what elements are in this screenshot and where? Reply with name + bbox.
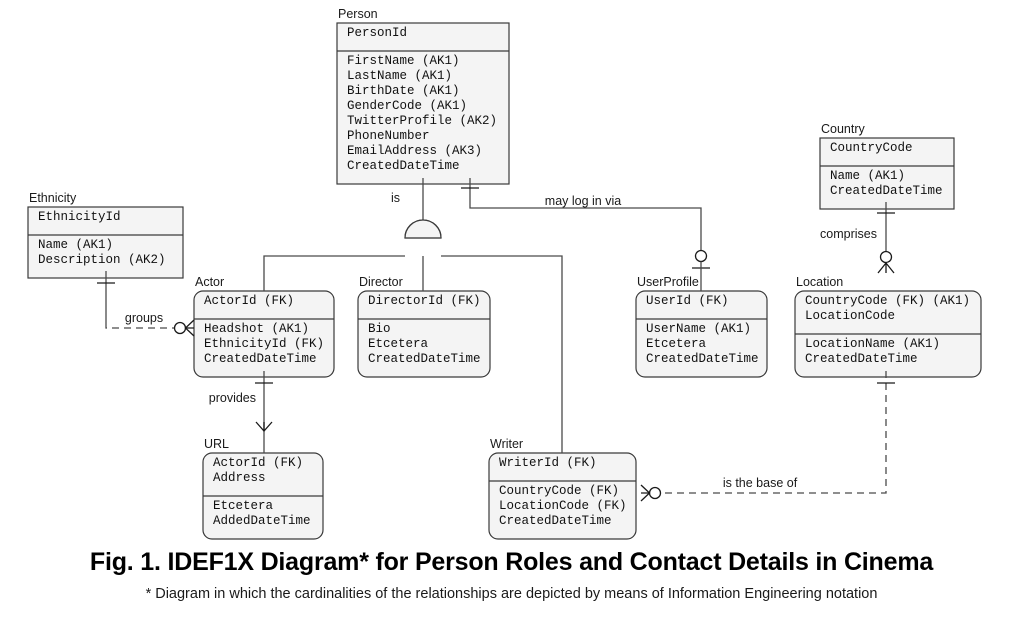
entity-title-person: Person xyxy=(338,7,378,21)
entity-attribute-writer: CreatedDateTime xyxy=(499,514,612,528)
entity-pk-url: ActorId (FK) xyxy=(213,456,303,470)
entity-pk-writer: WriterId (FK) xyxy=(499,456,597,470)
entity-box-director xyxy=(357,290,491,378)
entity-attribute-location: CreatedDateTime xyxy=(805,352,918,366)
relationship-comprises[interactable]: comprises xyxy=(820,202,895,274)
entity-attribute-person: CreatedDateTime xyxy=(347,159,460,173)
entity-box-country xyxy=(819,137,955,210)
relationship-label-may-log-in-via: may log in via xyxy=(545,194,621,208)
entity-attribute-actor: CreatedDateTime xyxy=(204,352,317,366)
relationship-may-log-in-via[interactable]: may log in via xyxy=(461,178,710,291)
relationship-is[interactable]: is xyxy=(263,178,563,453)
entity-title-location: Location xyxy=(796,275,843,289)
entity-attribute-director: CreatedDateTime xyxy=(368,352,481,366)
relationship-layer: is may log in via groups xyxy=(97,178,895,502)
entity-attribute-person: TwitterProfile (AK2) xyxy=(347,114,497,128)
entity-attribute-userprofile: Etcetera xyxy=(646,337,707,351)
entity-attribute-url: AddedDateTime xyxy=(213,514,311,528)
entity-pk-userprofile: UserId (FK) xyxy=(646,294,729,308)
entity-attribute-location: LocationName (AK1) xyxy=(805,337,940,351)
relationship-label-is: is xyxy=(391,191,400,205)
entity-title-ethnicity: Ethnicity xyxy=(29,191,77,205)
entity-attribute-person: GenderCode (AK1) xyxy=(347,99,467,113)
relationship-label-groups: groups xyxy=(125,311,163,325)
entity-pk-ethnicity: EthnicityId xyxy=(38,210,121,224)
entity-attribute-country: CreatedDateTime xyxy=(830,184,943,198)
entity-attribute-userprofile: UserName (AK1) xyxy=(646,322,751,336)
entity-pk-director: DirectorId (FK) xyxy=(368,294,481,308)
caption-footnote: * Diagram in which the cardinalities of … xyxy=(145,586,878,602)
entity-title-actor: Actor xyxy=(195,275,224,289)
entity-attribute-ethnicity: Name (AK1) xyxy=(38,238,113,252)
entity-attribute-userprofile: CreatedDateTime xyxy=(646,352,759,366)
entity-title-country: Country xyxy=(821,122,866,136)
entity-pk-location: LocationCode xyxy=(805,309,895,323)
relationship-label-comprises: comprises xyxy=(820,227,877,241)
relationship-label-is-the-base-of: is the base of xyxy=(723,476,798,490)
entity-attribute-person: BirthDate (AK1) xyxy=(347,84,460,98)
entity-title-director: Director xyxy=(359,275,403,289)
relationship-groups[interactable]: groups xyxy=(97,271,195,337)
entity-pk-location: CountryCode (FK) (AK1) xyxy=(805,294,970,308)
entity-attribute-person: FirstName (AK1) xyxy=(347,54,460,68)
figure-caption: Fig. 1. IDEF1X Diagram* for Person Roles… xyxy=(0,548,1023,602)
entity-attribute-actor: Headshot (AK1) xyxy=(204,322,309,336)
entity-title-writer: Writer xyxy=(490,437,523,451)
relationship-provides[interactable]: provides xyxy=(209,371,273,453)
entity-attribute-url: Etcetera xyxy=(213,499,274,513)
relationship-is-the-base-of[interactable]: is the base of xyxy=(640,371,895,502)
entity-attribute-person: EmailAddress (AK3) xyxy=(347,144,482,158)
entity-pk-person: PersonId xyxy=(347,26,407,40)
entity-pk-actor: ActorId (FK) xyxy=(204,294,294,308)
entity-attribute-country: Name (AK1) xyxy=(830,169,905,183)
entity-box-ethnicity xyxy=(27,206,184,279)
entity-pk-country: CountryCode xyxy=(830,141,913,155)
caption-title: Fig. 1. IDEF1X Diagram* for Person Roles… xyxy=(89,548,934,576)
entity-box-person xyxy=(336,22,510,185)
entity-attribute-actor: EthnicityId (FK) xyxy=(204,337,324,351)
entity-attribute-person: LastName (AK1) xyxy=(347,69,452,83)
entity-attribute-director: Etcetera xyxy=(368,337,429,351)
entity-title-userprofile: UserProfile xyxy=(637,275,699,289)
entity-attribute-writer: CountryCode (FK) xyxy=(499,484,619,498)
entity-title-url: URL xyxy=(204,437,229,451)
entity-attribute-person: PhoneNumber xyxy=(347,129,430,143)
entity-attribute-ethnicity: Description (AK2) xyxy=(38,253,166,267)
entity-attribute-writer: LocationCode (FK) xyxy=(499,499,627,513)
entity-attribute-director: Bio xyxy=(368,322,391,336)
entity-pk-url: Address xyxy=(213,471,266,485)
entity-url[interactable]: URL ActorId (FK)AddressEtceteraAddedDateT… xyxy=(202,437,324,540)
relationship-label-provides: provides xyxy=(209,391,256,405)
